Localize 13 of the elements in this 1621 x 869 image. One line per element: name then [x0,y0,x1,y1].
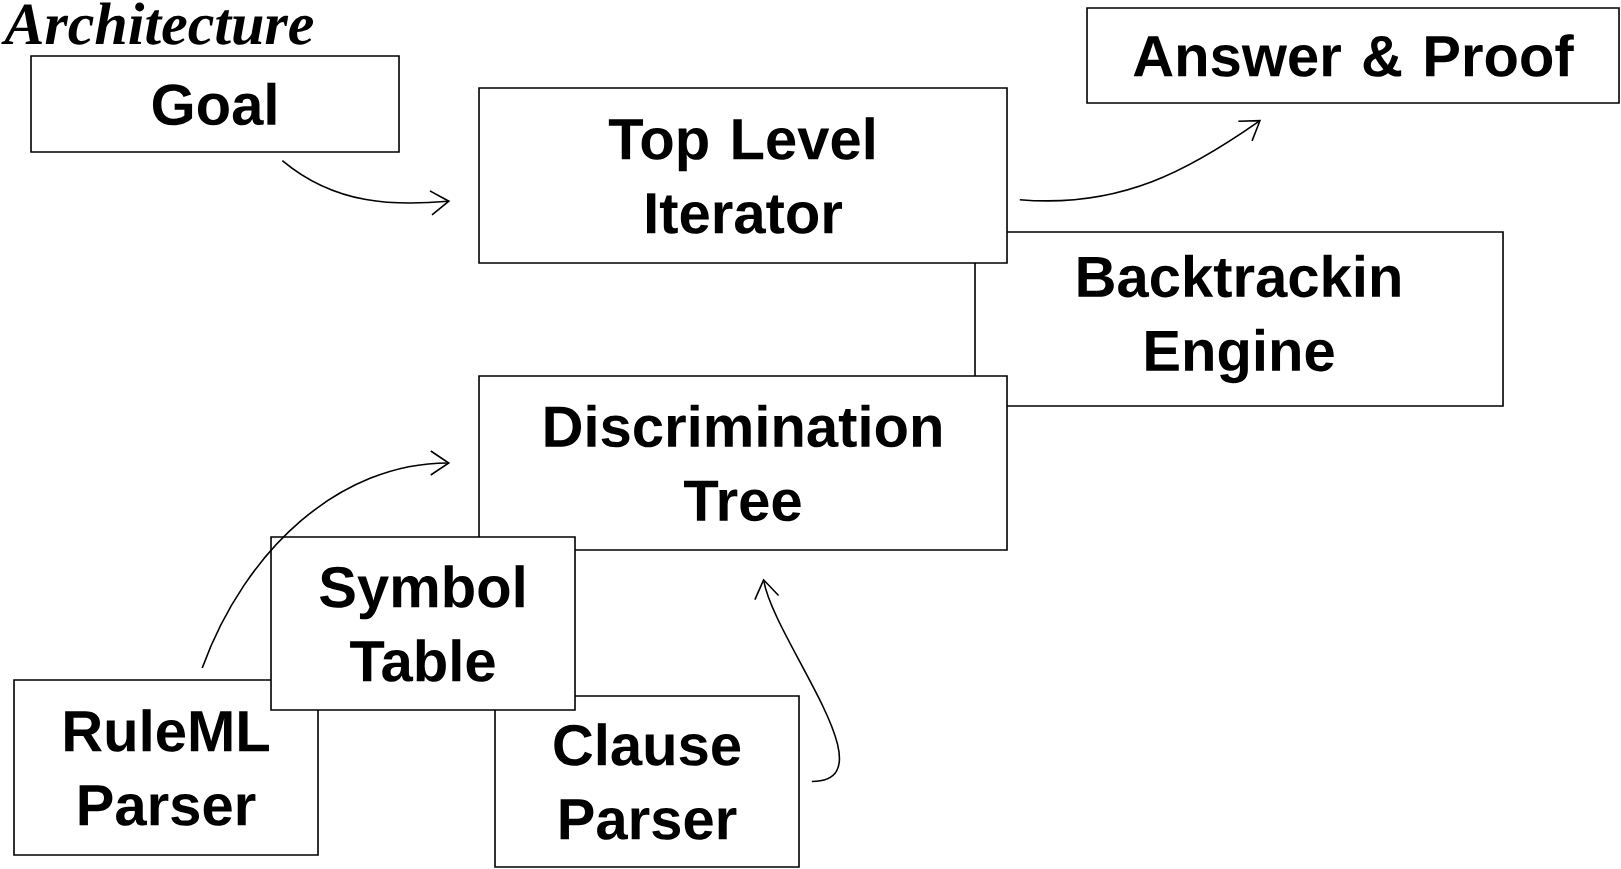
component-box: Answer & Proof [1086,7,1620,104]
component-box: Discrimination Tree [478,375,1008,551]
component-box: Symbol Table [270,536,576,711]
arrow [281,159,451,216]
slide-title: Architecture [1,2,314,45]
component-box: Backtrackin Engine [974,231,1504,407]
arrow [754,578,841,783]
arrow [1018,119,1262,202]
component-box: Goal [30,55,400,153]
component-box: Top Level Iterator [478,87,1008,264]
component-box: Clause Parser [494,695,800,868]
arrow [201,450,451,669]
component-box: RuleML Parser [13,679,319,856]
